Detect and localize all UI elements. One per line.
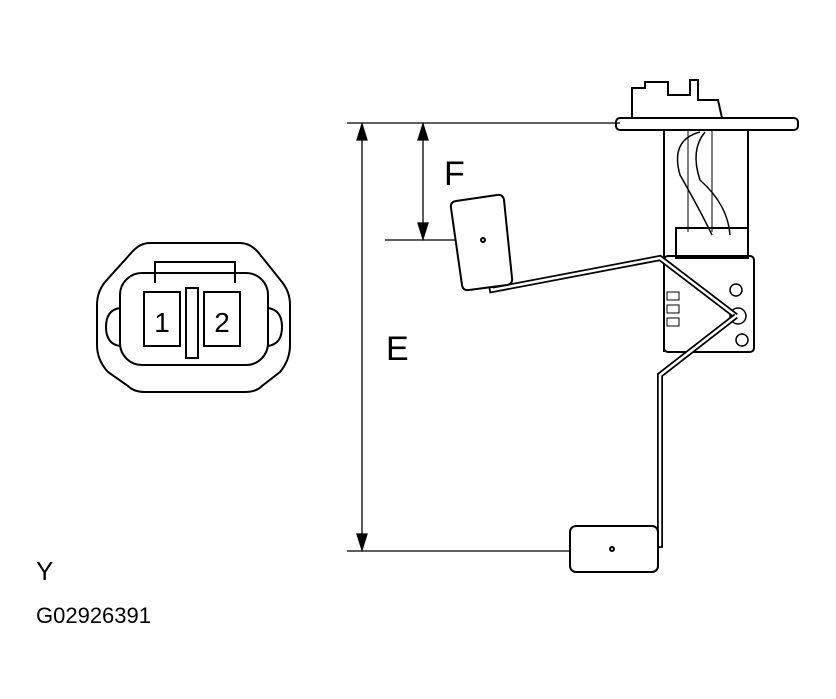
sender-top-connector [631, 79, 723, 119]
dimension-e-label: E [386, 330, 409, 368]
module-detail [666, 304, 680, 314]
float-pin [609, 546, 615, 552]
dimension-e-arrows [356, 121, 368, 553]
connector-center-rib [185, 287, 199, 359]
connector-inner-frame [119, 272, 269, 366]
figure-id: G02926391 [36, 603, 151, 628]
float-arm-upper [480, 239, 738, 319]
module-detail [666, 317, 680, 327]
connector-right-ear [267, 307, 284, 347]
wire-harness [695, 131, 731, 236]
sender-module-body [663, 255, 755, 353]
connector-front-view: 1 2 [96, 242, 291, 393]
dimension-lines [347, 121, 620, 553]
connector-left-ear [104, 307, 121, 347]
wire-harness [676, 131, 713, 236]
float-upper-position [449, 193, 738, 319]
dimension-f-label: F [444, 155, 465, 193]
module-detail [666, 291, 680, 301]
arm-pivot [729, 307, 747, 325]
pin-1-label: 1 [154, 307, 170, 338]
fuel-sender-unit [615, 79, 799, 353]
module-rivet [729, 283, 743, 297]
view-label: Y [36, 556, 53, 586]
pin-1-box [143, 291, 181, 347]
pin-2-label: 2 [214, 307, 230, 338]
float-arm-lower-inner [611, 315, 737, 551]
float-pin [480, 237, 486, 243]
connector-housing [96, 242, 291, 393]
module-rivet [735, 333, 749, 347]
float-arm-lower [611, 313, 738, 552]
dimension-f-arrows [417, 121, 429, 242]
connector-lock-tab [154, 261, 236, 283]
float-arm-upper-inner [481, 239, 737, 317]
float-lower-position [569, 313, 738, 573]
pin-2-box [203, 291, 241, 347]
sender-module-top [675, 227, 749, 259]
mounting-flange [615, 117, 799, 131]
